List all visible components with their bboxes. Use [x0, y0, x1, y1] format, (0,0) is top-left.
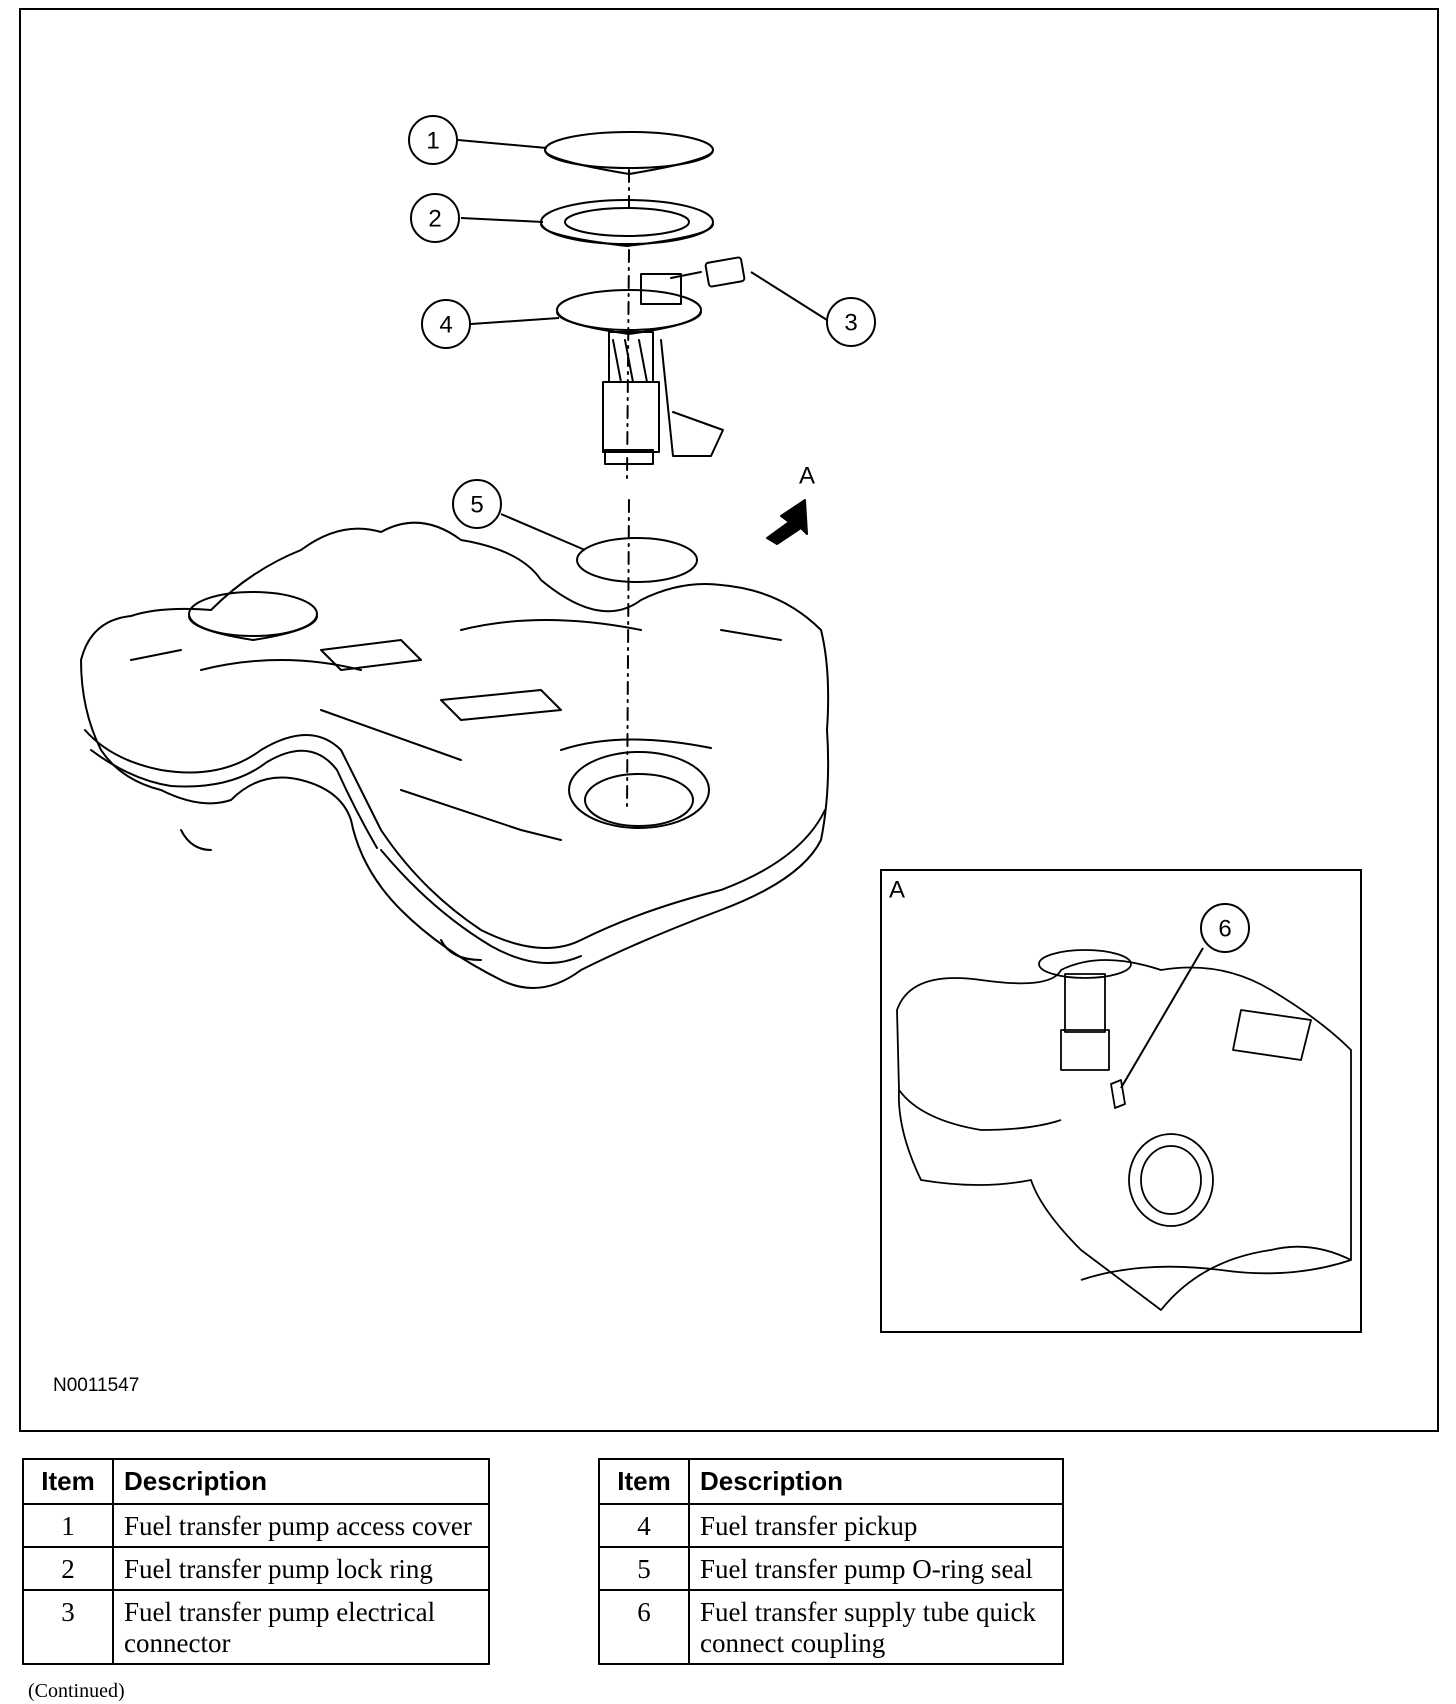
legend-table-left: Item Description 1 Fuel transfer pump ac…: [22, 1458, 490, 1665]
fuel-tank-illustration: 1 2 3 4 5 A 6: [80, 115, 1362, 1333]
table-row: 6 Fuel transfer supply tube quick connec…: [598, 1589, 1064, 1665]
item-number: 4: [598, 1503, 690, 1548]
access-cover-drawing: [544, 131, 714, 175]
lock-ring-drawing: [540, 199, 714, 247]
legend-table-right: Item Description 4 Fuel transfer pickup …: [598, 1458, 1064, 1665]
callout-4: 4: [439, 312, 452, 339]
callout-circle-3: [826, 297, 876, 347]
table-row: 1 Fuel transfer pump access cover: [22, 1503, 490, 1548]
callout-6: 6: [1218, 916, 1231, 943]
column-header-description: Description: [688, 1458, 1064, 1505]
column-header-item: Item: [22, 1458, 114, 1505]
callout-1: 1: [426, 128, 439, 155]
callout-circle-4: [421, 299, 471, 349]
item-number: 2: [22, 1546, 114, 1591]
connector-drawing: [670, 256, 746, 288]
o-ring-drawing: [576, 537, 698, 583]
callout-circle-1: [408, 115, 458, 165]
item-description: Fuel transfer pump O-ring seal: [688, 1546, 1064, 1591]
table-row: 3 Fuel transfer pump electrical connecto…: [22, 1589, 490, 1665]
item-description: Fuel transfer pickup: [688, 1503, 1064, 1548]
table-row: 5 Fuel transfer pump O-ring seal: [598, 1546, 1064, 1591]
callout-circle-2: [410, 193, 460, 243]
inset-label: A: [889, 877, 905, 904]
inset-view-a: 6 A: [880, 869, 1362, 1333]
callout-2: 2: [428, 206, 441, 233]
pump-module-drawing: [556, 273, 724, 465]
exploded-view-figure: 1 2 3 4 5 A 6: [19, 8, 1439, 1432]
table-row: 4 Fuel transfer pickup: [598, 1503, 1064, 1548]
continued-note: (Continued): [28, 1680, 125, 1702]
figure-id: N0011547: [53, 1375, 140, 1396]
item-number: 5: [598, 1546, 690, 1591]
callout-circle-5: [452, 479, 502, 529]
callout-5: 5: [470, 492, 483, 519]
view-arrow-label: A: [799, 463, 815, 490]
item-number: 3: [22, 1589, 114, 1665]
column-header-description: Description: [112, 1458, 490, 1505]
fuel-tank-drawing: [80, 521, 830, 989]
item-description: Fuel transfer pump electrical connector: [112, 1589, 490, 1665]
callout-circle-6: [1200, 903, 1250, 953]
item-description: Fuel transfer pump lock ring: [112, 1546, 490, 1591]
item-description: Fuel transfer supply tube quick connect …: [688, 1589, 1064, 1665]
table-row: 2 Fuel transfer pump lock ring: [22, 1546, 490, 1591]
item-number: 1: [22, 1503, 114, 1548]
item-description: Fuel transfer pump access cover: [112, 1503, 490, 1548]
callout-3: 3: [844, 310, 857, 337]
view-arrow: [766, 499, 808, 545]
column-header-item: Item: [598, 1458, 690, 1505]
item-number: 6: [598, 1589, 690, 1665]
